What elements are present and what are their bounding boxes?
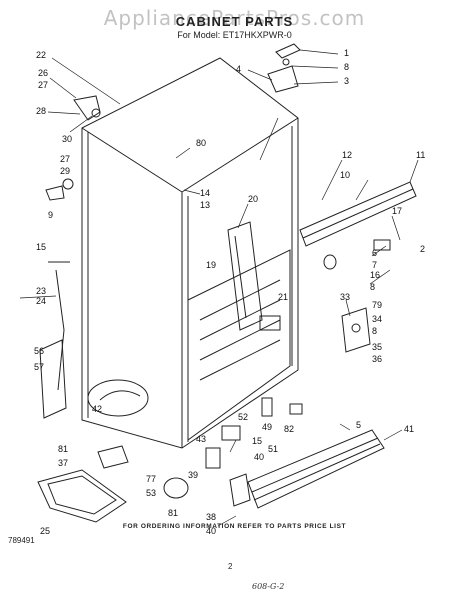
part-label: 10	[340, 170, 350, 180]
part-label: 30	[62, 134, 72, 144]
part-label: 17	[392, 206, 402, 216]
part-label: 81	[168, 508, 178, 518]
part-label: 77	[146, 474, 156, 484]
part-label: 2	[420, 244, 425, 254]
part-label: 21	[278, 292, 288, 302]
part-label: 8	[370, 282, 375, 292]
part-label: 51	[268, 444, 278, 454]
part-label: 79	[372, 300, 382, 310]
part-label: 5	[356, 420, 361, 430]
part-label: 57	[34, 362, 44, 372]
part-label: 3	[344, 76, 349, 86]
part-label: 34	[372, 314, 382, 324]
part-label: 7	[372, 260, 377, 270]
part-label: 8	[344, 62, 349, 72]
part-label: 82	[284, 424, 294, 434]
diagram-title: CABINET PARTS	[175, 14, 294, 29]
part-label: 19	[206, 260, 216, 270]
part-label: 14	[200, 188, 210, 198]
part-label: 15	[36, 242, 46, 252]
part-label: 6	[372, 248, 377, 258]
diagram-code: 789491	[8, 536, 35, 545]
part-label: 39	[188, 470, 198, 480]
part-label: 43	[196, 434, 206, 444]
part-label: 13	[200, 200, 210, 210]
part-label: 4	[236, 64, 241, 74]
part-label: 38	[206, 512, 216, 522]
part-label: 53	[146, 488, 156, 498]
watermark: AppliancePartsPros.com	[103, 6, 366, 30]
part-label: 41	[404, 424, 414, 434]
part-label: 16	[370, 270, 380, 280]
part-label: 27	[60, 154, 70, 164]
part-label: 35	[372, 342, 382, 352]
part-label: 42	[92, 404, 102, 414]
cabinet-outline	[81, 57, 299, 449]
part-label: 8	[372, 326, 377, 336]
part-label: 24	[36, 296, 46, 306]
handwritten-note: 608-G-2	[252, 582, 285, 591]
part-label: 26	[38, 68, 48, 78]
part-label: 56	[34, 346, 44, 356]
part-label: 12	[342, 150, 352, 160]
page-number: 2	[228, 562, 233, 571]
part-label: 22	[36, 50, 46, 60]
part-label: 1	[344, 48, 349, 58]
part-label: 33	[340, 292, 350, 302]
part-label: 9	[48, 210, 53, 220]
model-line: For Model: ET17HKXPWR-0	[177, 30, 292, 40]
part-label: 52	[238, 412, 248, 422]
part-label: 29	[60, 166, 70, 176]
part-label: 20	[248, 194, 258, 204]
part-label: 11	[416, 150, 425, 160]
part-label: 49	[262, 422, 272, 432]
part-label: 36	[372, 354, 382, 364]
ordering-note: FOR ORDERING INFORMATION REFER TO PARTS …	[122, 523, 347, 530]
part-label: 23	[36, 286, 46, 296]
part-label: 27	[38, 80, 48, 90]
part-label: 37	[58, 458, 68, 468]
part-label: 40	[254, 452, 264, 462]
part-label: 40	[206, 526, 216, 536]
part-label: 80	[196, 138, 206, 148]
part-label: 81	[58, 444, 68, 454]
part-label: 15	[252, 436, 262, 446]
part-label: 25	[40, 526, 50, 536]
part-label: 28	[36, 106, 46, 116]
